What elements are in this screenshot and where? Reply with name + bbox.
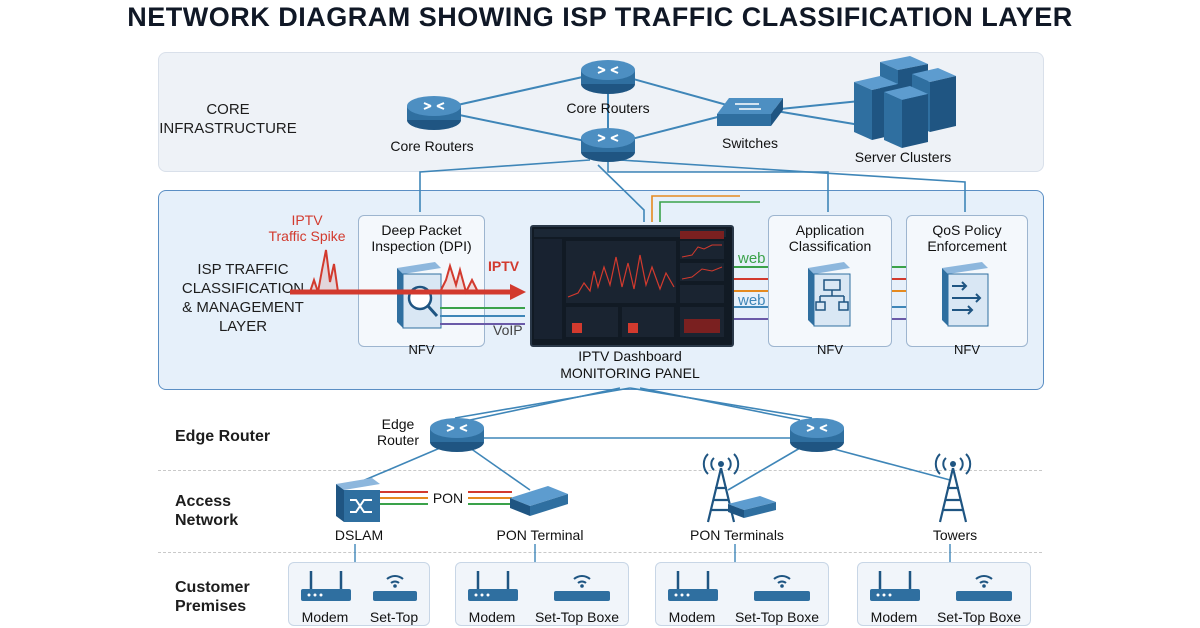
premises-group-3: Modem Set-Top Boxe [655, 562, 829, 626]
set-top-box-icon [754, 575, 810, 601]
set-top-box-label: Set-Top Boxe [734, 609, 820, 625]
divider-edge-access [158, 470, 1042, 471]
core-routers-top-label: Core Routers [566, 100, 650, 116]
page-title: NETWORK DIAGRAM SHOWING ISP TRAFFIC CLAS… [127, 2, 1073, 32]
web-flow-tag-1: web [738, 250, 766, 267]
core-infrastructure-label: CORE INFRASTRUCTURE [159, 101, 297, 137]
edge-router-left-icon [430, 418, 484, 452]
set-top-box-icon [554, 575, 610, 601]
core-router-left-icon [407, 96, 461, 130]
premises-group-1: Modem Set-Top [288, 562, 430, 626]
edge-router-caption: Edge Router [376, 416, 420, 448]
set-top-box-label: Set-Top Boxe [936, 609, 1022, 625]
iptv-flow-tag: IPTV [488, 258, 520, 274]
server-clusters-label: Server Clusters [854, 149, 952, 165]
modem-label: Modem [301, 609, 349, 625]
set-top-box-icon [373, 575, 417, 601]
dashboard-graphs [534, 229, 726, 339]
customer-premises-label: Customer Premises [175, 579, 250, 615]
core-routers-left-label: Core Routers [390, 138, 474, 154]
modem-icon [468, 571, 518, 601]
web-flow-tag-2: web [738, 292, 766, 309]
dslam-icon [336, 478, 380, 522]
dpi-nfv-label: NFV [408, 342, 435, 357]
modem-label: Modem [870, 609, 918, 625]
app-class-title: Application Classification [788, 222, 872, 254]
pon-terminals-label: PON Terminals [690, 527, 784, 543]
voip-flow-tag: VoIP [493, 322, 523, 338]
edge-router-right-icon [790, 418, 844, 452]
pon-link-label: PON [428, 490, 468, 506]
set-top-box-icon [956, 575, 1012, 601]
traffic-spike-graph [290, 249, 526, 325]
modem-label: Modem [668, 609, 716, 625]
traffic-layer-label: ISP TRAFFIC CLASSIFICATION & MANAGEMENT … [181, 261, 305, 335]
switches-label: Switches [721, 135, 779, 151]
modem-icon [668, 571, 718, 601]
towers-label: Towers [932, 527, 978, 543]
modem-icon [870, 571, 920, 601]
set-top-box-label: Set-Top Boxe [534, 609, 620, 625]
app-class-nfv-label: NFV [817, 342, 843, 357]
access-network-label: Access Network [175, 493, 239, 529]
modem-icon [301, 571, 351, 601]
core-router-top-icon [581, 60, 635, 94]
edge-router-label: Edge Router [175, 428, 271, 445]
cell-tower-icon [934, 453, 972, 523]
switch-icon [717, 98, 783, 126]
set-top-box-label: Set-Top [369, 609, 419, 625]
classification-flowchart-icon [808, 262, 851, 327]
pon-terminal-icon [510, 486, 568, 516]
premises-group-4: Modem Set-Top Boxe [857, 562, 1031, 626]
pon-terminal-label: PON Terminal [496, 527, 584, 543]
iptv-traffic-spike-label: IPTV Traffic Spike [268, 212, 346, 244]
dslam-label: DSLAM [334, 527, 384, 543]
qos-title: QoS Policy Enforcement [927, 222, 1007, 254]
server-clusters-icon [854, 56, 956, 148]
pon-tower-icon [702, 453, 776, 523]
dashboard-caption: IPTV Dashboard MONITORING PANEL [560, 348, 700, 381]
dpi-title: Deep Packet Inspection (DPI) [371, 222, 472, 254]
core-router-center-icon [581, 128, 635, 162]
iptv-dashboard-screen [530, 225, 734, 347]
qos-policy-icon [942, 262, 989, 327]
modem-label: Modem [468, 609, 516, 625]
qos-nfv-label: NFV [954, 342, 980, 357]
premises-group-2: Modem Set-Top Boxe [455, 562, 629, 626]
divider-access-premises [158, 552, 1042, 553]
